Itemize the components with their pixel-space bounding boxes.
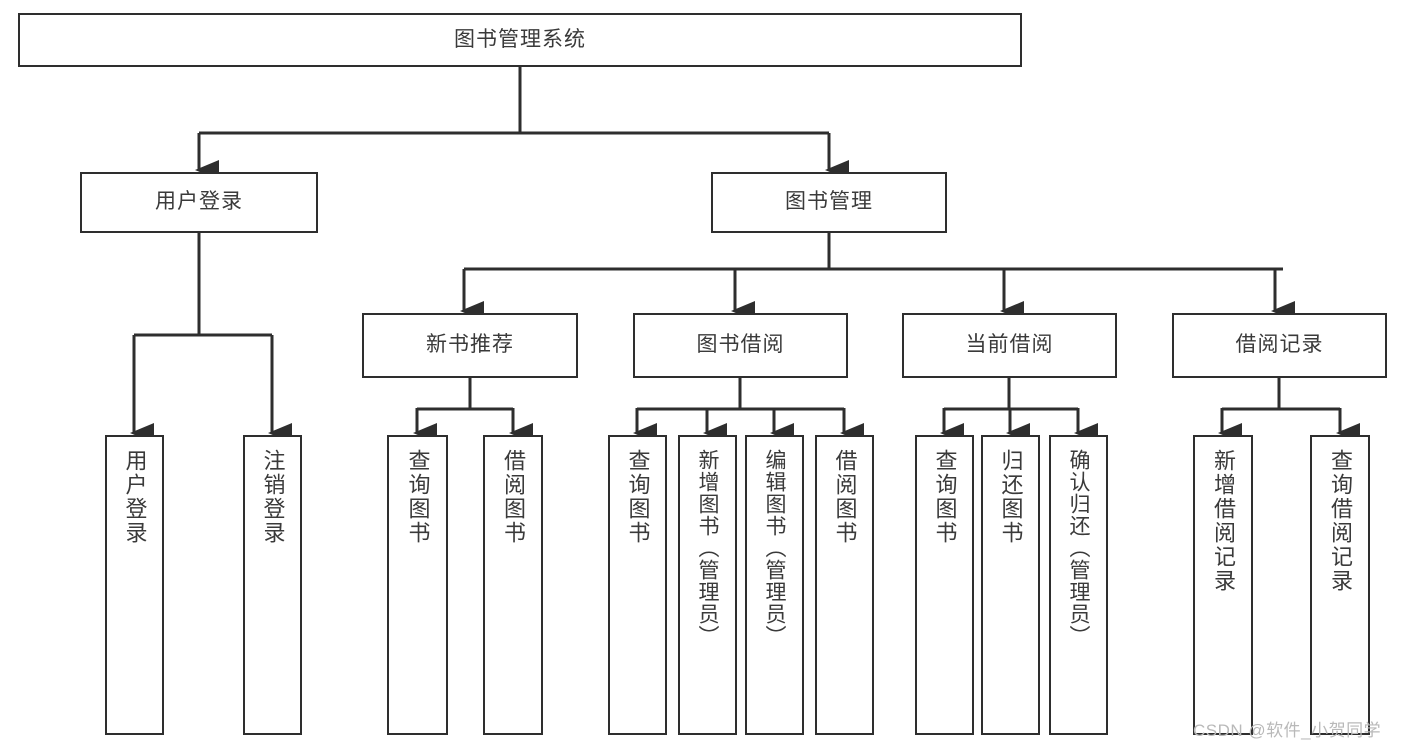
node-leaf-add-borrow-record[interactable]: 新增借阅记录	[1193, 435, 1253, 735]
node-leaf-query-books-current[interactable]: 查询图书	[915, 435, 974, 735]
node-user-login[interactable]: 用户登录	[80, 172, 318, 233]
node-current-borrow[interactable]: 当前借阅	[902, 313, 1117, 378]
node-leaf-edit-book-admin-label: 编辑图书（管理员）	[763, 449, 786, 647]
node-book-borrow-label: 图书借阅	[696, 333, 785, 357]
node-leaf-borrow-books-recommend-label: 借阅图书	[501, 449, 526, 545]
node-leaf-logout-login-label: 注销登录	[260, 449, 286, 545]
node-leaf-query-borrow-record-label: 查询借阅记录	[1328, 449, 1353, 593]
node-leaf-confirm-return-admin-label: 确认归还（管理员）	[1067, 449, 1090, 647]
csdn-watermark: CSDN @软件_小贺同学	[1193, 721, 1382, 740]
node-book-borrow[interactable]: 图书借阅	[633, 313, 848, 378]
node-leaf-return-book[interactable]: 归还图书	[981, 435, 1040, 735]
node-leaf-query-books-current-label: 查询图书	[932, 449, 958, 545]
node-leaf-borrow-book[interactable]: 借阅图书	[815, 435, 874, 735]
node-leaf-user-login-label: 用户登录	[122, 449, 148, 545]
node-leaf-return-book-label: 归还图书	[998, 449, 1024, 545]
node-book-management-label: 图书管理	[785, 190, 873, 214]
node-leaf-query-books-borrow[interactable]: 查询图书	[608, 435, 667, 735]
node-new-book-recommend[interactable]: 新书推荐	[362, 313, 578, 378]
node-root-label: 图书管理系统	[454, 27, 586, 51]
node-leaf-confirm-return-admin[interactable]: 确认归还（管理员）	[1049, 435, 1108, 735]
node-root[interactable]: 图书管理系统	[18, 13, 1022, 67]
node-leaf-query-books-recommend[interactable]: 查询图书	[387, 435, 448, 735]
node-leaf-query-books-recommend-label: 查询图书	[405, 449, 431, 545]
node-borrow-record-label: 借阅记录	[1235, 333, 1324, 357]
node-leaf-add-borrow-record-label: 新增借阅记录	[1211, 449, 1236, 593]
node-book-management[interactable]: 图书管理	[711, 172, 947, 233]
node-leaf-add-book-admin[interactable]: 新增图书（管理员）	[678, 435, 737, 735]
node-leaf-borrow-books-recommend[interactable]: 借阅图书	[483, 435, 543, 735]
node-new-book-recommend-label: 新书推荐	[426, 333, 514, 357]
node-leaf-query-borrow-record[interactable]: 查询借阅记录	[1310, 435, 1370, 735]
node-current-borrow-label: 当前借阅	[965, 333, 1054, 357]
node-leaf-logout-login[interactable]: 注销登录	[243, 435, 302, 735]
node-leaf-user-login[interactable]: 用户登录	[105, 435, 164, 735]
node-leaf-borrow-book-label: 借阅图书	[832, 449, 858, 545]
node-user-login-label: 用户登录	[155, 190, 243, 214]
node-leaf-edit-book-admin[interactable]: 编辑图书（管理员）	[745, 435, 804, 735]
node-borrow-record[interactable]: 借阅记录	[1172, 313, 1387, 378]
node-leaf-add-book-admin-label: 新增图书（管理员）	[696, 449, 719, 647]
node-leaf-query-books-borrow-label: 查询图书	[625, 449, 651, 545]
